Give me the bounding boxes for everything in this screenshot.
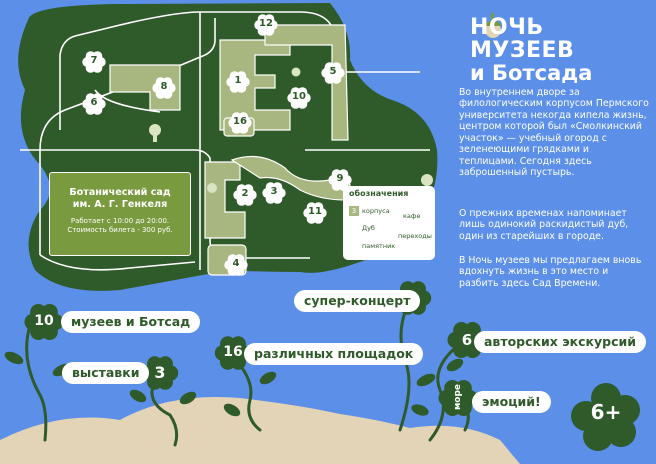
map-flower-8 — [152, 77, 176, 99]
map-number-16: 16 — [233, 116, 247, 127]
age-flower — [571, 383, 640, 451]
map-flower-16 — [228, 112, 252, 134]
highlight-flower-2 — [447, 322, 487, 358]
legend-monument: памятник — [362, 242, 396, 250]
highlight-number-2: 6 — [461, 330, 473, 349]
garden-title-line-2: им. А. Г. Генкеля — [72, 198, 168, 210]
building-1 — [219, 39, 291, 131]
highlight-number-4: 3 — [154, 363, 166, 383]
page-title: НОЧЬ МУЗЕЕВ и Ботсада — [470, 16, 656, 84]
legend-box — [343, 186, 435, 260]
map-number-5: 5 — [329, 66, 337, 77]
map-number-flowers — [82, 14, 352, 276]
map-number-12: 12 — [259, 18, 273, 29]
invitation-paragraph: В Ночь музеев мы предлагаем вновь вдохну… — [459, 255, 642, 289]
map-flower-6 — [82, 93, 106, 115]
map-flower-9 — [328, 169, 352, 191]
highlight-pill-exhibitions: выставки — [62, 362, 150, 384]
legend-cafe: кафе — [403, 212, 421, 220]
highlight-flower-4 — [141, 356, 179, 390]
oak-paragraph: О прежних временах напоминает лишь одино… — [459, 208, 629, 242]
garden-title-line-1: Ботанический сад — [69, 187, 171, 198]
age-rating: 6+ — [590, 400, 622, 424]
highlight-pill-tours: авторских экскурсий — [474, 331, 647, 353]
highlight-pill-concert: супер-концерт — [294, 290, 421, 312]
map-flower-4 — [224, 254, 248, 276]
title-line-2: и Ботсада — [470, 61, 593, 86]
legend-crossings: переходы — [398, 232, 432, 240]
legend-buildings: корпуса — [362, 207, 390, 215]
map-number-2: 2 — [241, 188, 249, 199]
legend-title: обозначения — [349, 189, 409, 198]
building-2 — [204, 161, 246, 239]
legend-oak: Дуб — [362, 224, 375, 232]
map-number-7: 7 — [90, 55, 98, 66]
garden-hours: Работает с 10:00 до 20:00. — [70, 216, 170, 225]
intro-paragraph: Во внутреннем дворе за филологическим ко… — [459, 87, 649, 179]
map-number-9: 9 — [336, 173, 344, 184]
map-number-6: 6 — [90, 97, 98, 108]
botanical-garden-card: Ботанический сад им. А. Г. Генкеля Работ… — [49, 172, 191, 256]
map-number-8: 8 — [160, 81, 168, 92]
map-flower-10 — [287, 87, 311, 109]
highlight-flower-1 — [24, 304, 64, 340]
map-number-1: 1 — [234, 75, 242, 86]
building-8 — [109, 64, 181, 111]
map-flower-1 — [226, 71, 250, 93]
building-12 — [264, 24, 349, 141]
legend: обозначения 3 корпуса кафе Дуб переходы … — [343, 186, 435, 260]
title-line-1: НОЧЬ МУЗЕЕВ — [470, 15, 575, 64]
highlight-number-5: море — [453, 383, 463, 411]
map-flower-5 — [321, 62, 345, 84]
map-number-3: 3 — [270, 186, 278, 197]
highlight-number-1: 10 — [34, 313, 54, 330]
highlight-flower-5 — [438, 380, 478, 416]
acorn-icon — [484, 13, 502, 38]
map-number-11: 11 — [308, 206, 322, 217]
map-number-10: 10 — [292, 91, 306, 102]
map-flower-3 — [262, 182, 286, 204]
map-flower-11 — [303, 202, 327, 224]
garden-price: Стоимость билета - 300 руб. — [67, 226, 173, 235]
highlight-pill-venues: различных площадок — [244, 343, 424, 365]
map-number-4: 4 — [232, 258, 240, 269]
highlight-pill-emotions: эмоций! — [472, 391, 551, 413]
map-flower-12 — [254, 14, 278, 36]
highlight-pill-museums: музеев и Ботсад — [61, 311, 201, 333]
highlight-number-3: 16 — [223, 344, 243, 361]
highlight-number-0: 1 — [407, 288, 419, 307]
map-flower-2 — [233, 184, 257, 206]
legend-building-swatch: 3 — [349, 206, 359, 216]
map-flower-7 — [82, 51, 106, 73]
